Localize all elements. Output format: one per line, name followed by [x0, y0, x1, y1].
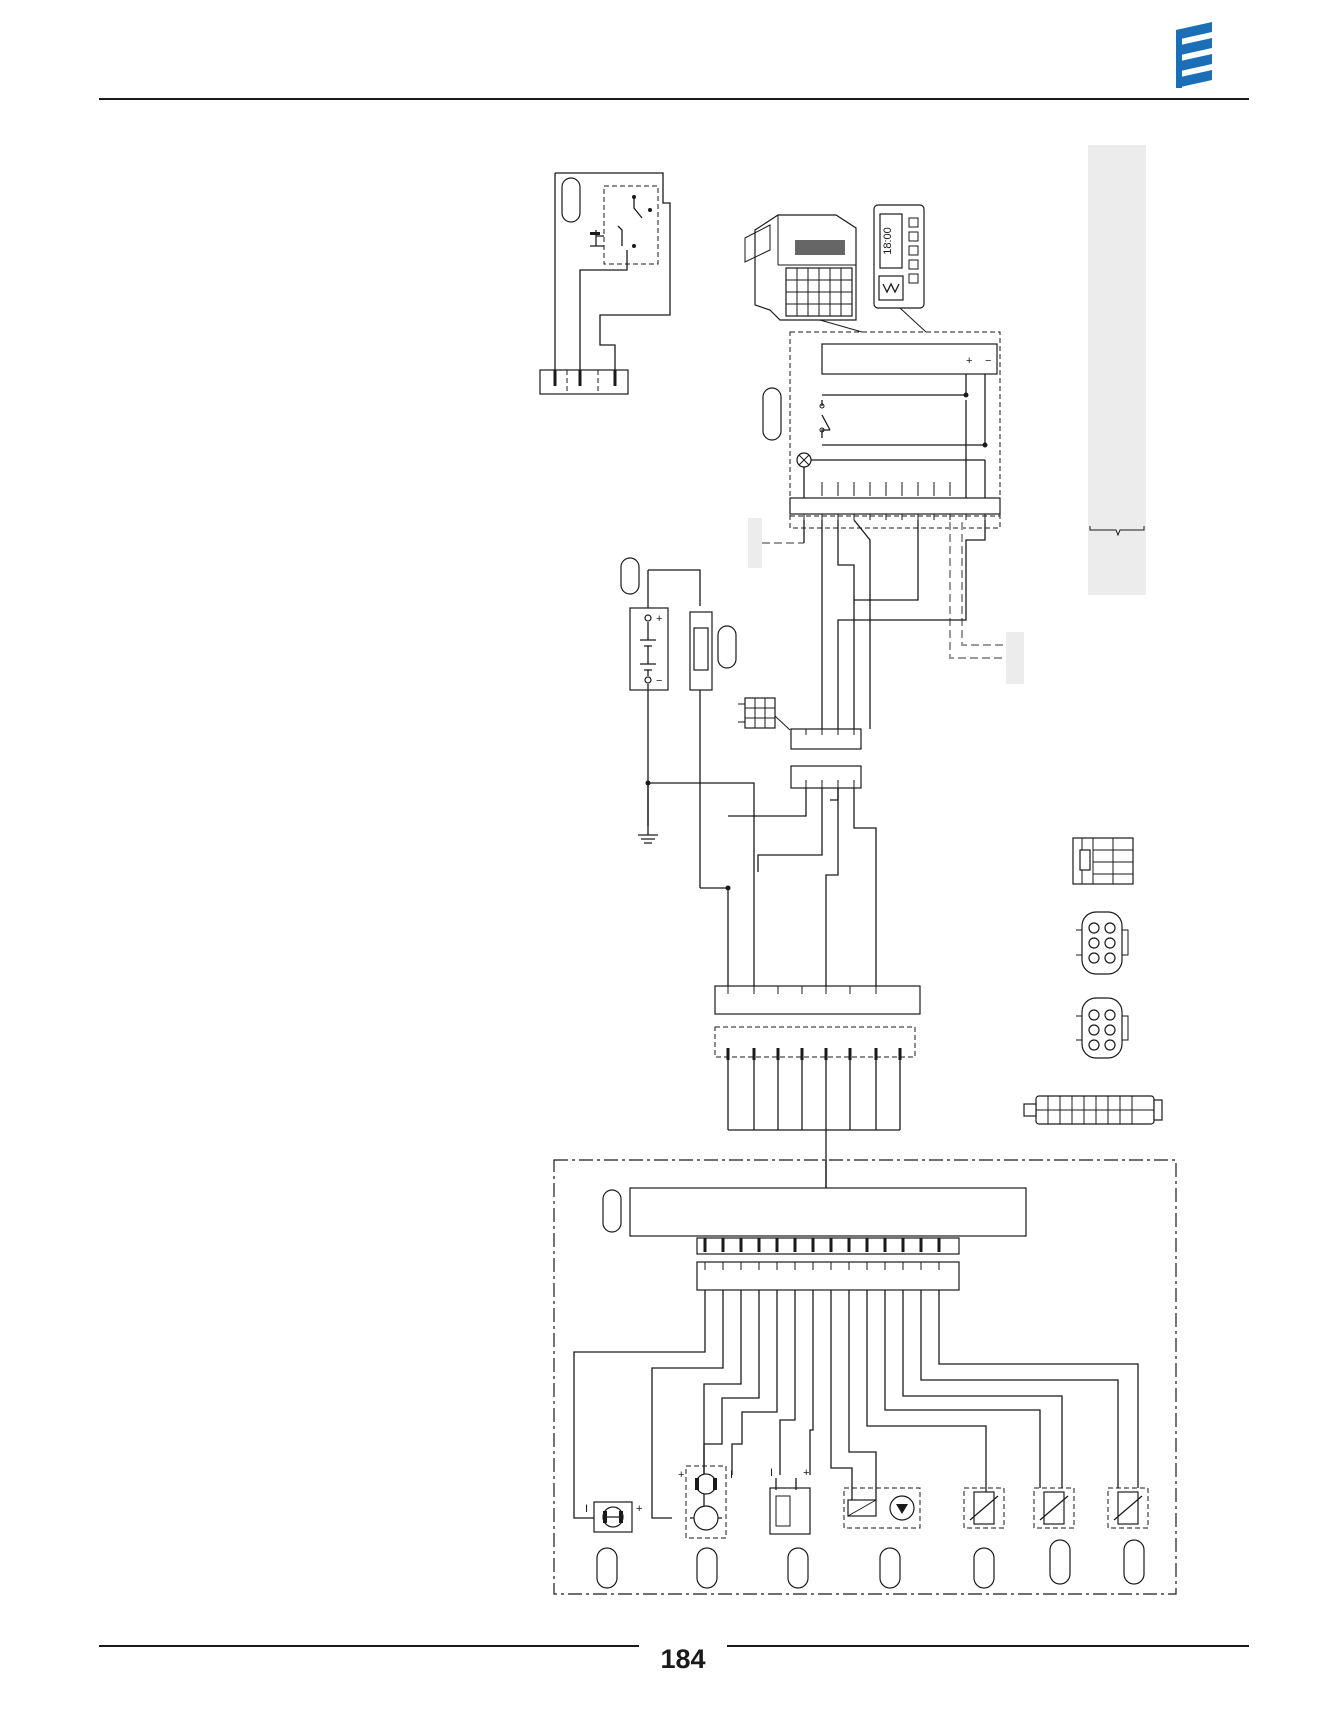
- main-harness-connector: [714, 985, 921, 1188]
- svg-text:I: I: [730, 1469, 733, 1481]
- svg-text:+: +: [803, 1467, 809, 1479]
- junction-connector-upper: [790, 728, 862, 750]
- connector-type-icon-1: [1072, 837, 1134, 885]
- legend-strip: [1088, 145, 1146, 595]
- junction-connector-lower: [790, 765, 862, 789]
- svg-text:+: +: [656, 613, 662, 625]
- page-number: 184: [660, 1644, 706, 1674]
- heater-unit: I + + I I +: [553, 1159, 1177, 1595]
- svg-text:I: I: [770, 1467, 773, 1479]
- footer-rule: [99, 1645, 639, 1647]
- eberspaecher-logo-icon: [1168, 20, 1218, 94]
- svg-text:−: −: [656, 675, 662, 687]
- connector-housing-icon: [744, 214, 857, 321]
- footer-rule: [727, 1645, 1249, 1647]
- relay-switch-block: [539, 172, 671, 395]
- overheat-sensor-icon: [1033, 1487, 1075, 1529]
- svg-text:I: I: [585, 1503, 588, 1515]
- control-unit: + −: [762, 331, 1001, 529]
- heater-control-panel-icon: 18:00: [873, 204, 925, 309]
- battery-fuse-block: + −: [620, 557, 755, 986]
- connector-type-icon-2: [1076, 911, 1129, 975]
- svg-text:+: +: [966, 355, 972, 367]
- svg-text:+: +: [678, 1469, 684, 1481]
- temperature-sensor-icon: [963, 1487, 1005, 1529]
- glow-plug-icon: I +: [769, 1467, 811, 1535]
- diagnostic-plug-icon: [738, 697, 791, 731]
- svg-text:−: −: [985, 355, 991, 367]
- connector-type-icon-3: [1076, 997, 1129, 1059]
- header-rule: [99, 98, 1249, 100]
- svg-text:+: +: [636, 1503, 642, 1515]
- panel-display-time: 18:00: [882, 227, 894, 255]
- dosing-pump-icon: [843, 1487, 921, 1529]
- flame-sensor-icon: [1107, 1487, 1149, 1529]
- circulation-pump-icon: + I: [678, 1465, 733, 1539]
- connector-type-icon-4: [1023, 1095, 1163, 1125]
- blower-motor-icon: I +: [585, 1501, 642, 1533]
